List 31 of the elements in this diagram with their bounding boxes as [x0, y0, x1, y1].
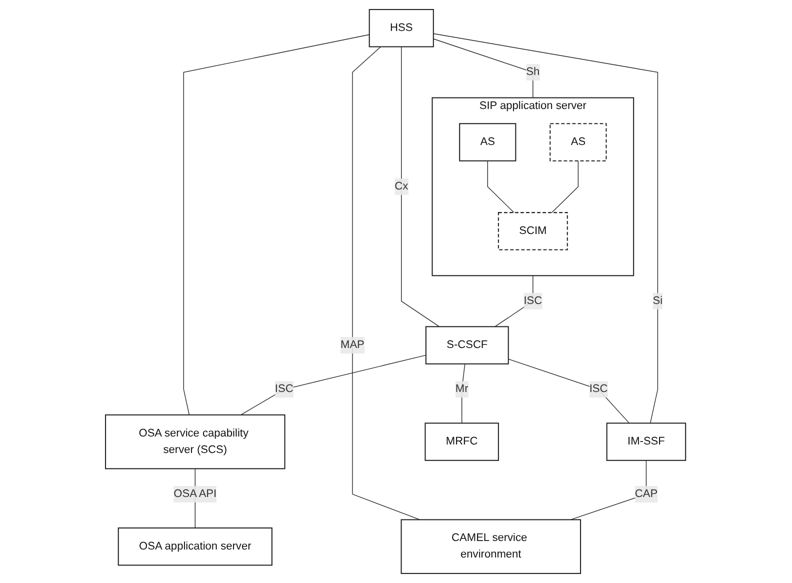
node-box: SCIM — [498, 212, 568, 250]
connector — [570, 460, 647, 520]
edge-label: Si — [653, 294, 664, 307]
edge-label: ISC — [590, 383, 608, 395]
node-box: AS — [460, 123, 517, 162]
connector — [552, 160, 579, 213]
connector — [488, 160, 515, 213]
edge-label: Mr — [456, 383, 469, 395]
connector — [184, 34, 370, 416]
node-box: CAMEL service environment — [401, 519, 582, 574]
node-box: S-CSCF — [426, 326, 510, 364]
edge-label: OSA API — [174, 488, 218, 500]
edge-label: MAP — [340, 339, 365, 351]
connector — [434, 33, 658, 424]
edge-label: ISC — [524, 294, 543, 307]
connector — [462, 364, 466, 424]
edge-label: Sh — [526, 66, 540, 78]
node-box: HSS — [369, 9, 434, 48]
edge-label: Cx — [395, 180, 409, 192]
connector — [434, 38, 534, 98]
node-box: OSA application server — [118, 527, 273, 566]
connector — [508, 358, 630, 424]
edge-label: ISC — [275, 383, 294, 395]
node-box: MRFC — [425, 422, 500, 461]
connector — [401, 46, 440, 327]
connector — [494, 275, 534, 327]
node-box: AS — [550, 123, 608, 162]
node-box: OSA service capability server (SCS) — [105, 414, 286, 470]
node-box: IM-SSF — [606, 422, 687, 461]
edge-label: CAP — [635, 488, 658, 500]
connector — [240, 354, 427, 416]
